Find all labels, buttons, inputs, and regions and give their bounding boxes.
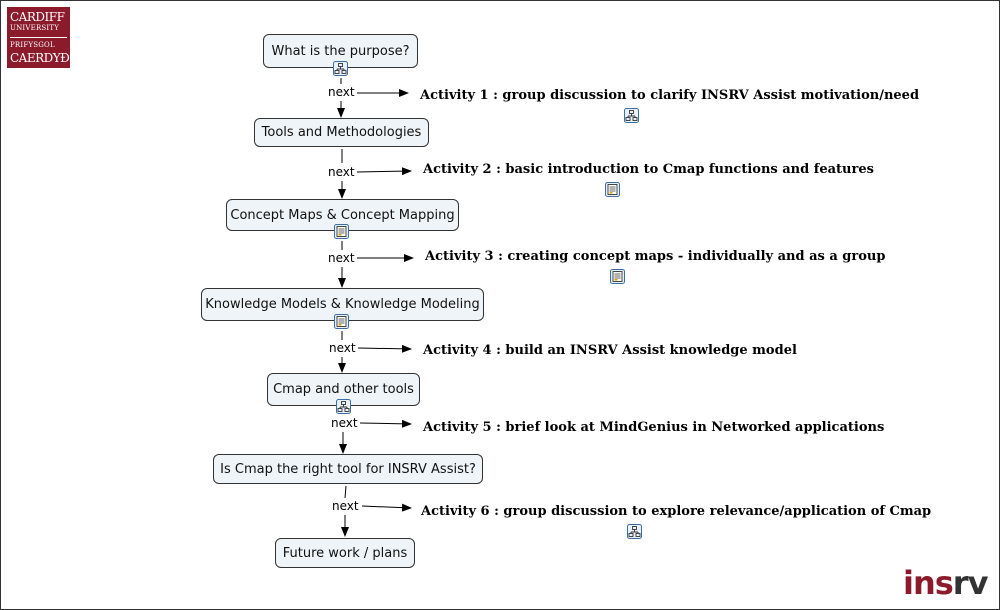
concept-label: Concept Maps & Concept Mapping bbox=[230, 207, 455, 223]
link-label-next: next bbox=[328, 341, 357, 355]
activity-arrow-6 bbox=[361, 503, 412, 512]
activity-5-text: Activity 5 : brief look at MindGenius in… bbox=[423, 420, 885, 435]
document-icon[interactable] bbox=[610, 269, 625, 284]
document-icon[interactable] bbox=[334, 314, 349, 329]
insrv-logo: insrv bbox=[903, 564, 988, 602]
concept-label: Cmap and other tools bbox=[273, 382, 414, 397]
link-label-next: next bbox=[330, 416, 359, 430]
activity-4-text: Activity 4 : build an INSRV Assist knowl… bbox=[423, 343, 797, 358]
activity-2-text: Activity 2 : basic introduction to Cmap … bbox=[423, 162, 874, 177]
activity-arrow-2 bbox=[356, 167, 412, 176]
concept-label: Is Cmap the right tool for INSRV Assist? bbox=[220, 461, 476, 477]
concept-label: Future work / plans bbox=[282, 545, 408, 561]
concept-label: What is the purpose? bbox=[271, 43, 410, 59]
cmap-link-icon[interactable] bbox=[333, 61, 348, 76]
activity-3-text: Activity 3 : creating concept maps - ind… bbox=[425, 249, 886, 264]
document-icon[interactable] bbox=[605, 182, 620, 197]
link-label-next: next bbox=[327, 85, 356, 99]
concept-node[interactable]: Is Cmap the right tool for INSRV Assist? bbox=[213, 454, 483, 484]
link-line-6a bbox=[344, 485, 347, 499]
activity-1-text: Activity 1 : group discussion to clarify… bbox=[420, 88, 920, 103]
concept-label: Tools and Methodologies bbox=[261, 125, 422, 140]
activity-6-text: Activity 6 : group discussion to explore… bbox=[421, 504, 932, 519]
document-icon[interactable] bbox=[334, 224, 349, 239]
cmap-link-icon[interactable] bbox=[627, 524, 642, 539]
link-label-next: next bbox=[327, 251, 356, 265]
concept-label: Knowledge Models & Knowledge Modeling bbox=[205, 297, 480, 312]
concept-node[interactable]: Future work / plans bbox=[275, 538, 415, 568]
concept-node[interactable]: Tools and Methodologies bbox=[254, 118, 429, 147]
link-label-next: next bbox=[331, 499, 360, 513]
activity-arrow-5 bbox=[359, 419, 412, 428]
cmap-link-icon[interactable] bbox=[336, 399, 351, 414]
cmap-link-icon[interactable] bbox=[624, 108, 639, 123]
link-label-next: next bbox=[327, 165, 356, 179]
cardiff-university-logo: CARDIFF UNIVERSITY PRIFYSGOL CAERDYÐ bbox=[7, 7, 70, 68]
activity-arrow-4 bbox=[357, 344, 412, 353]
